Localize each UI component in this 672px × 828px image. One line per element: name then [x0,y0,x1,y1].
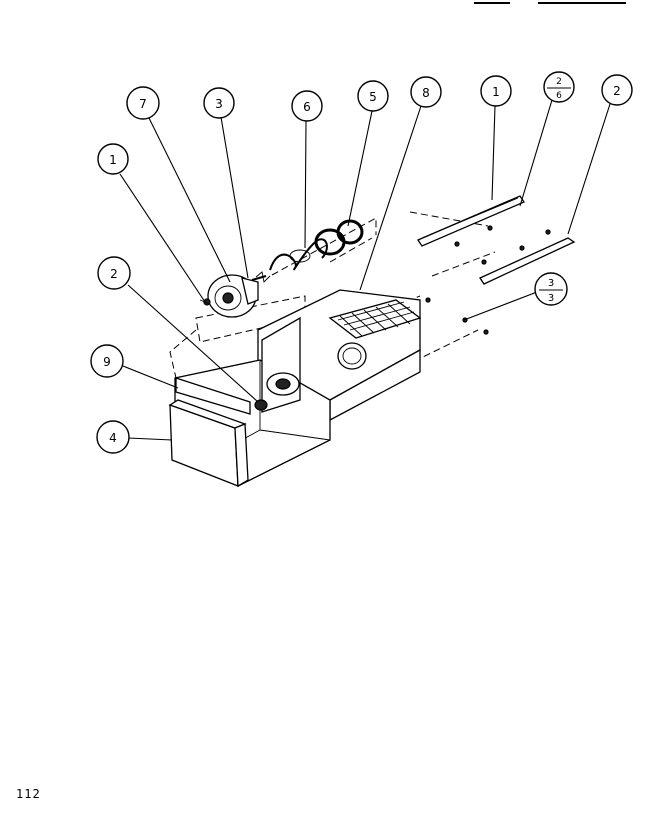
callout-2-right: 2 [601,74,633,106]
callout-1-top: 1 [480,75,512,107]
callout-4: 4 [96,420,130,454]
callout-5-label: 5 [369,90,377,104]
callout-5: 5 [357,80,389,112]
callout-2-over-6-bottom: 6 [556,91,562,101]
callout-7-label: 7 [139,97,147,111]
callout-1: 1 [97,143,129,175]
mounting-screws [425,297,489,335]
drive-motor [207,274,259,318]
callout-6: 6 [291,90,323,122]
page-number: 112 [16,787,41,801]
callout-2-over-6: 2 6 [543,71,575,103]
callout-8-label: 8 [422,86,430,100]
callout-2-over-6-top: 2 [556,77,562,87]
callout-3: 3 [203,87,235,119]
callout-4-label: 4 [109,431,117,445]
header-rule-right [538,2,626,4]
callout-2-right-label: 2 [613,84,621,98]
callout-1-top-label: 1 [492,85,500,99]
callout-7: 7 [126,86,160,120]
coupler-rings [314,219,364,256]
callout-3-label: 3 [215,97,223,111]
callout-1-label: 1 [109,153,117,167]
bushing [254,399,268,411]
callout-8: 8 [410,76,442,108]
callout-9: 9 [90,344,124,378]
leader-lines [119,99,611,441]
callout-2: 2 [97,256,131,290]
header-rule-left [474,2,510,4]
auger-shaft [251,271,271,283]
callout-3-over-3-bottom: 3 [548,293,554,304]
motor-screw [199,298,211,306]
auger-coil [269,238,328,271]
slide-rail-lower [479,229,576,285]
front-cover-panel [168,399,249,488]
callout-6-label: 6 [303,100,311,114]
callout-3-over-3-top: 3 [548,278,554,289]
callout-3-over-3: 3 3 [534,272,568,306]
callout-9-label: 9 [103,355,111,369]
callout-2-label: 2 [110,267,118,281]
slide-rail-upper [417,195,525,247]
